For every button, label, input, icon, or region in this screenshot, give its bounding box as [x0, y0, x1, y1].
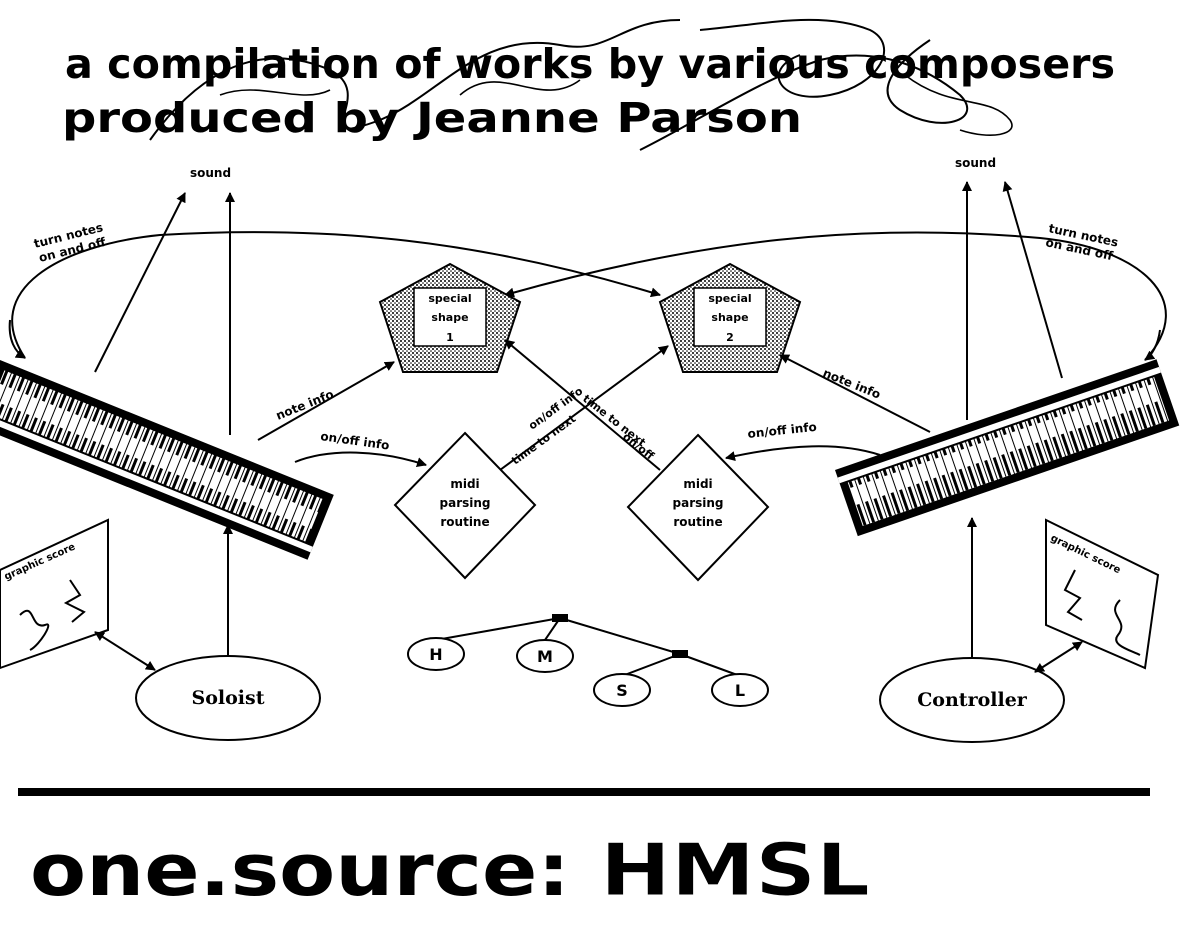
note-info-right-label: note info [821, 366, 883, 402]
midi-left-line-3: routine [440, 515, 489, 529]
keyboard-left [0, 360, 334, 560]
footer-brand: HMSL [600, 828, 870, 912]
midi-right-line-1: midi [683, 477, 712, 491]
arrow-cross-a [499, 345, 669, 471]
tree-node-s: S [616, 681, 628, 700]
arrow-note-info-left [257, 361, 395, 441]
score-squiggle-right [1063, 569, 1141, 656]
hierarchy-tree: H M S L [407, 614, 769, 707]
soloist-label: Soloist [192, 687, 265, 709]
score-squiggle-left [19, 579, 86, 651]
graphic-score-right: graphic score [1045, 518, 1160, 670]
sound-label-right: sound [955, 156, 996, 170]
arrow-score-soloist [94, 631, 156, 671]
midi-left-line-2: parsing [440, 496, 491, 510]
tree-node-m: M [537, 647, 553, 666]
onoff-right-label: on/off info [747, 420, 818, 441]
note-info-left-label: note info [274, 387, 336, 423]
arrow-sound-left-a [94, 192, 186, 373]
shape-2-line-1: special [708, 292, 751, 305]
special-shape-1: special shape 1 [378, 262, 522, 373]
loop-right [504, 231, 1167, 361]
arrow-cross-b [504, 339, 661, 471]
header-line-1: a compilation of works by various compos… [65, 40, 1115, 88]
midi-left-line-1: midi [450, 477, 479, 491]
shape-2-line-2: shape [711, 311, 748, 324]
keyboard-right [835, 359, 1180, 537]
special-shape-2: special shape 2 [658, 262, 802, 373]
arrow-score-controller [1034, 641, 1083, 673]
midi-right-line-3: routine [673, 515, 722, 529]
shape-1-line-2: shape [431, 311, 468, 324]
sound-label-left: sound [190, 166, 231, 180]
arrow-onoff-left [294, 451, 427, 467]
graphic-score-left: graphic score [0, 518, 109, 670]
controller-label: Controller [917, 689, 1028, 711]
onoff-left-label: on/off info [320, 429, 391, 453]
soloist-node: Soloist [135, 655, 321, 741]
arrow-sound-right-b [1002, 181, 1063, 379]
shape-2-line-3: 2 [726, 331, 734, 344]
loop-left [11, 231, 661, 359]
header-line-2: produced by Jeanne Parson [62, 94, 802, 142]
signature-scribble [149, 18, 969, 151]
loop-left-entry [8, 319, 26, 359]
loop-right-entry [1144, 329, 1161, 361]
signature-scribble-2 [219, 74, 1013, 136]
tree-node-l: L [735, 681, 745, 700]
footer-title: one.source: [30, 828, 570, 912]
midi-parsing-right: midi parsing routine [626, 433, 770, 582]
arrow-note-info-right [779, 354, 931, 433]
midi-right-line-2: parsing [673, 496, 724, 510]
divider-rule [18, 788, 1150, 796]
shape-1-line-3: 1 [446, 331, 454, 344]
shape-1-line-1: special [428, 292, 471, 305]
tree-node-h: H [429, 645, 442, 664]
arrow-onoff-right [725, 445, 881, 461]
